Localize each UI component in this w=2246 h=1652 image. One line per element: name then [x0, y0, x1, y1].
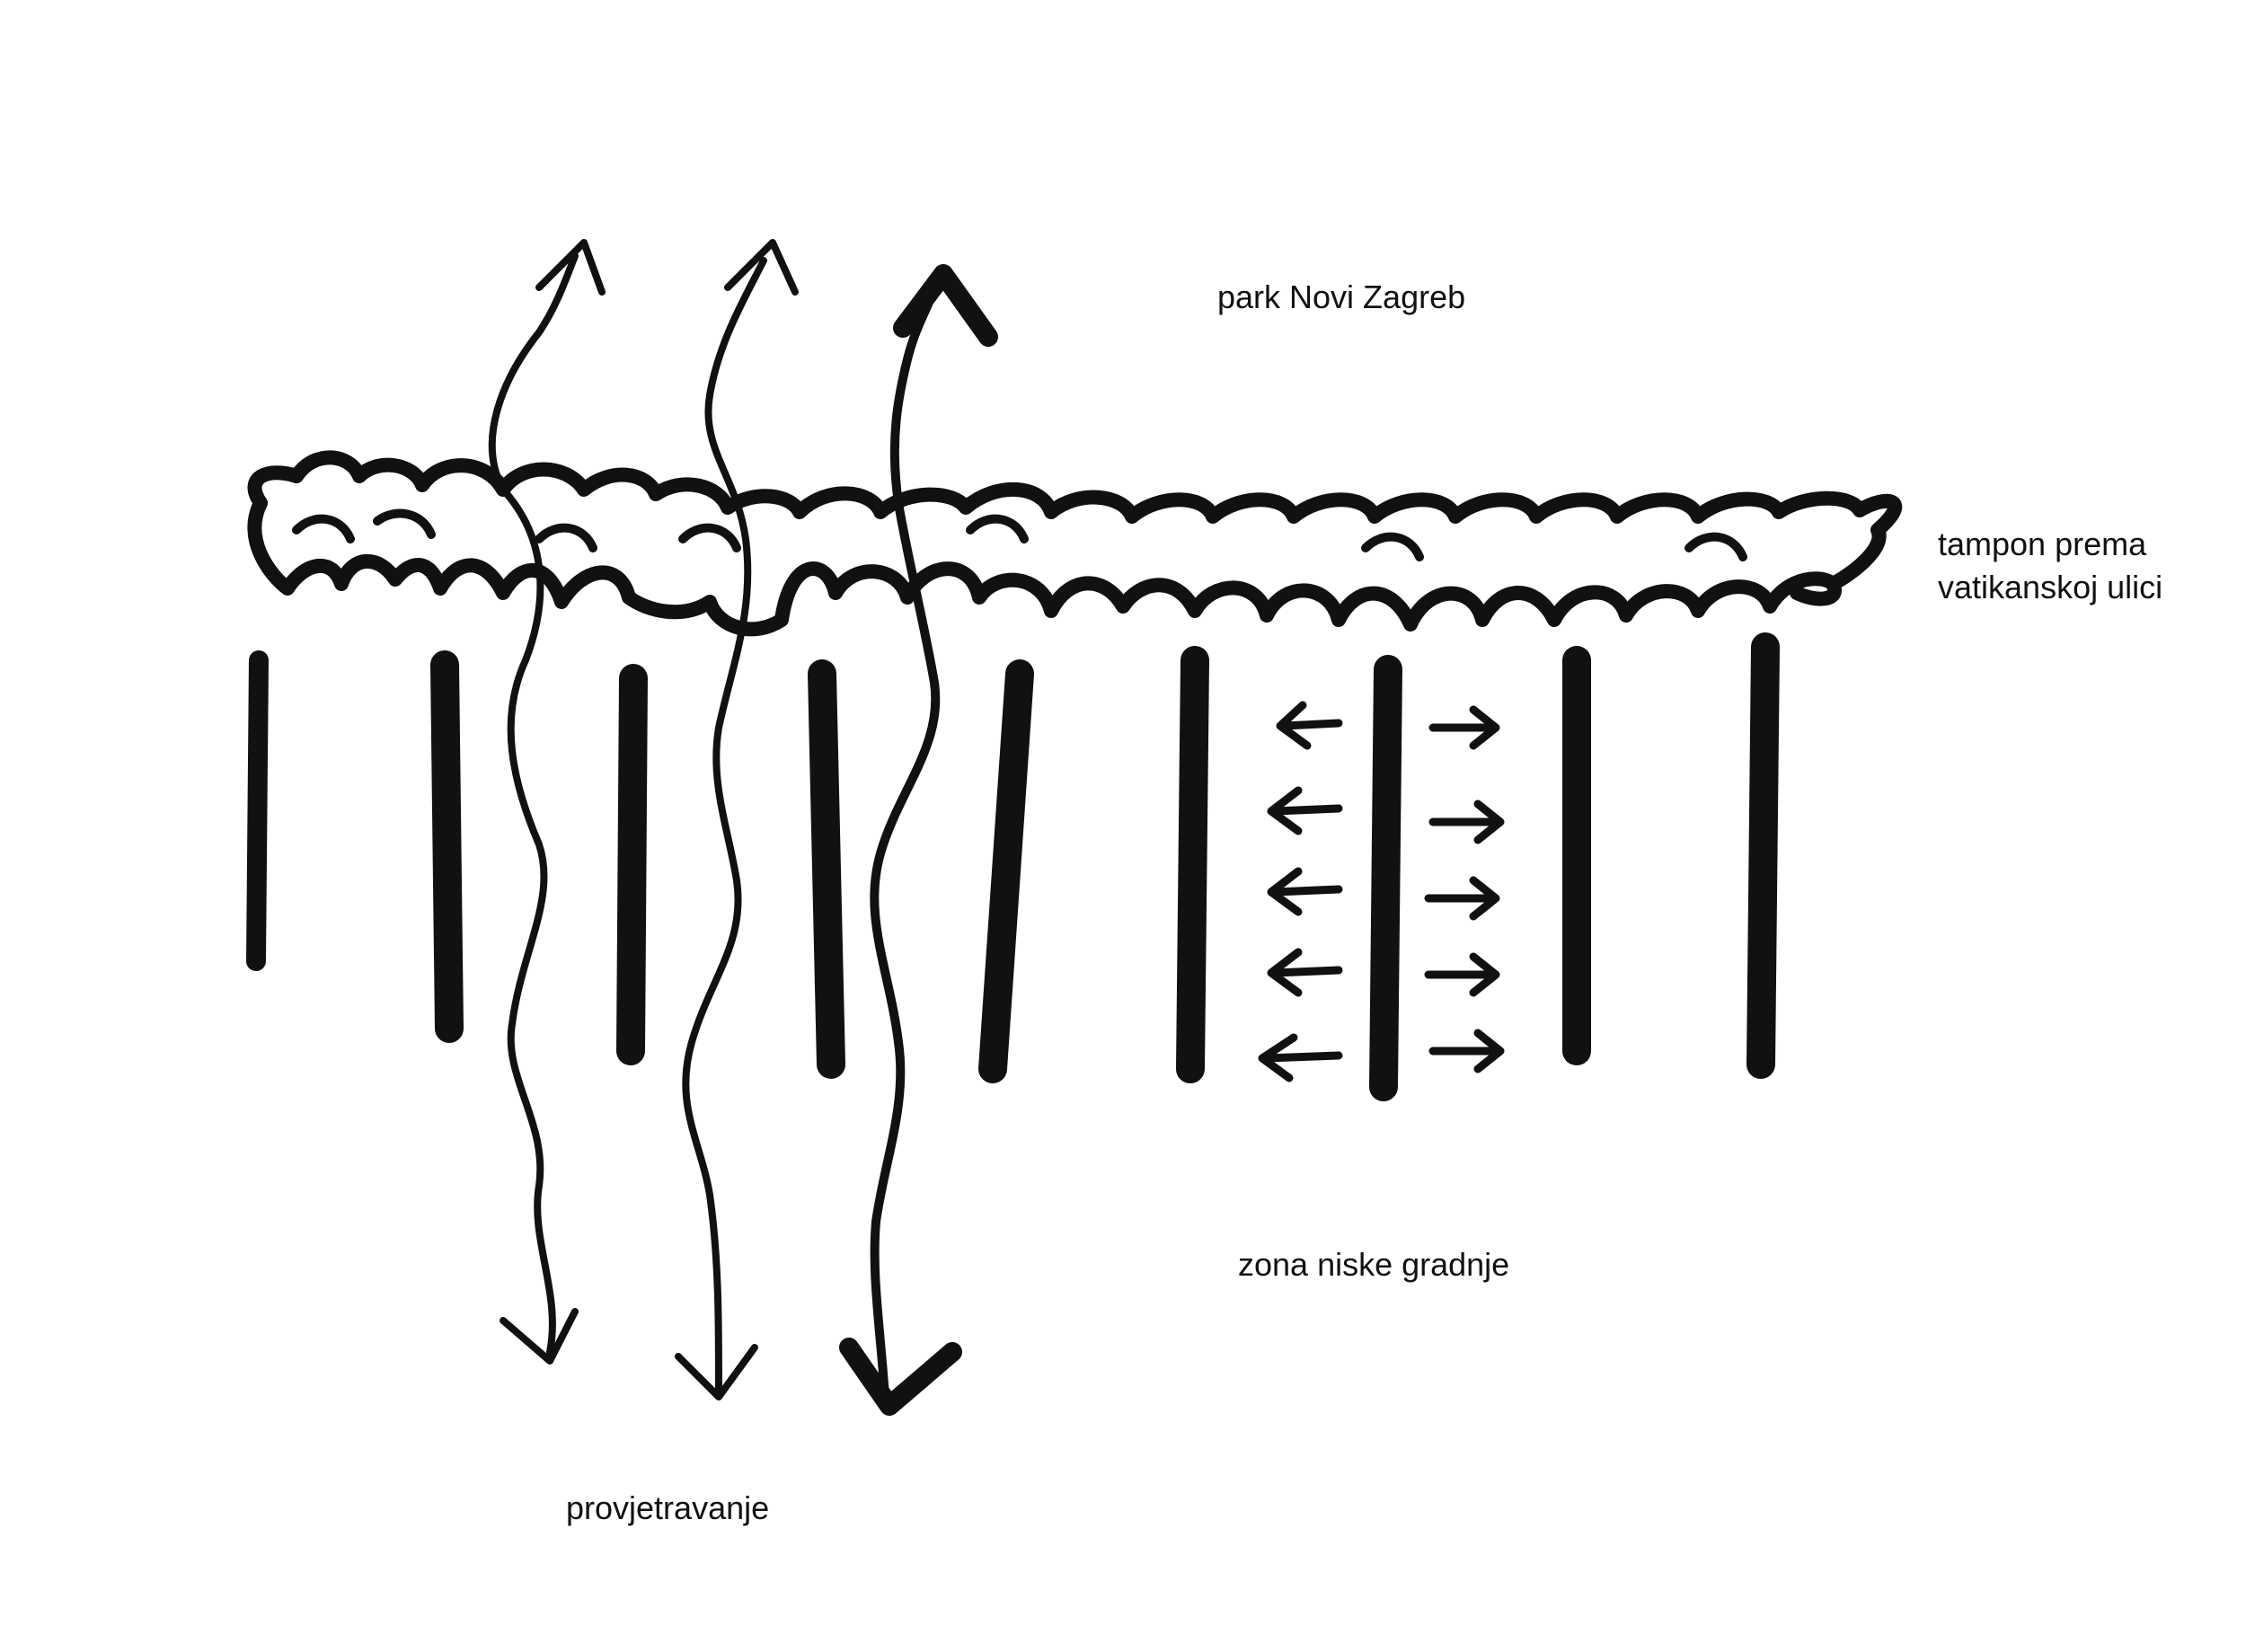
building [808, 659, 845, 1079]
arrow-left-icon [1258, 1033, 1343, 1082]
building [1176, 646, 1209, 1083]
arrow-left-icon [1276, 701, 1343, 750]
low-rise-zone-label: zona niske gradnje [1238, 1246, 1510, 1283]
arrowhead-down [675, 1344, 758, 1400]
building [616, 664, 648, 1065]
arrow-right-icon [1424, 876, 1500, 921]
ventilation-arrow [488, 252, 579, 1356]
arrow-right-icon [1424, 952, 1500, 997]
ventilation-arrows [488, 239, 998, 1416]
ventilation-label: provjetravanje [566, 1489, 770, 1526]
arrow-right-icon [1428, 705, 1500, 750]
tree-buffer-underside [247, 496, 1840, 637]
arrowhead-up [535, 239, 606, 296]
park-label: park Novi Zagreb [1217, 278, 1466, 315]
buffer-label: tampon prema vatikanskoj ulici [1938, 523, 2162, 609]
arrowhead-down [500, 1308, 579, 1365]
ventilation-arrow [870, 283, 941, 1401]
buffer-label-line2: vatikanskoj ulici [1938, 569, 2163, 605]
lateral-arrows [1258, 701, 1505, 1082]
arrow-left-icon [1267, 786, 1343, 835]
building [430, 650, 464, 1043]
arrowhead-up [893, 264, 998, 347]
building [978, 659, 1034, 1083]
buildings [246, 632, 1780, 1101]
buffer-label-line1: tampon prema [1938, 526, 2147, 562]
ventilation-arrow [682, 257, 767, 1391]
tree-canopy-detail [292, 508, 1747, 561]
building [1369, 655, 1402, 1101]
arrowhead-up [724, 239, 799, 296]
building [1746, 632, 1780, 1079]
arrow-left-icon [1267, 867, 1343, 916]
arrow-right-icon [1428, 1029, 1505, 1073]
arrow-left-icon [1267, 948, 1343, 997]
arrow-right-icon [1428, 799, 1505, 844]
arrowhead-down [839, 1338, 962, 1416]
building [246, 650, 269, 971]
